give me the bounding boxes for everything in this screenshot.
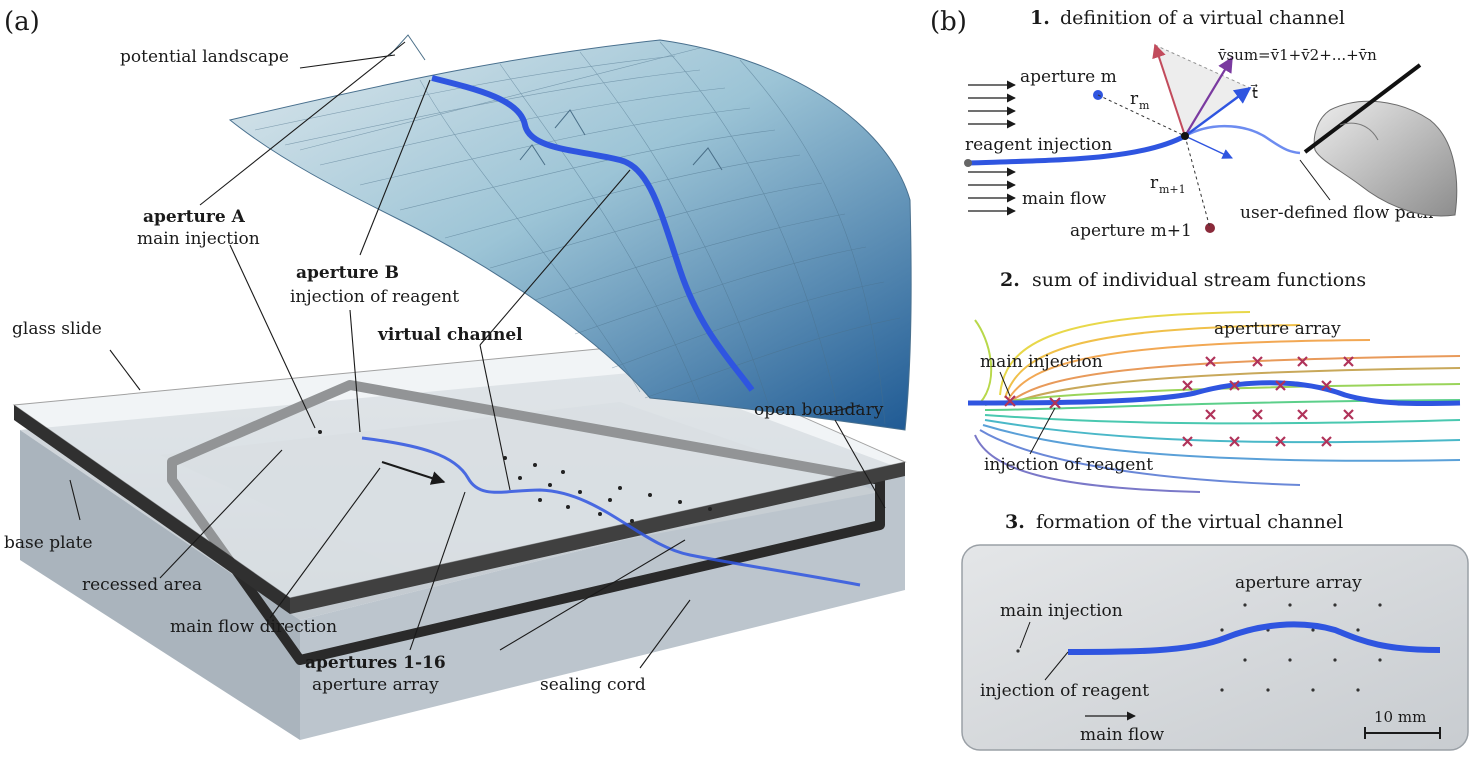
leader-injection-2 (1029, 407, 1056, 455)
step-1: 1. definition of a virtual channel (964, 7, 1458, 241)
label-main-flow-1: main flow (1022, 189, 1107, 209)
label-r-m: r (1130, 89, 1139, 109)
user-defined-path (1184, 124, 1301, 155)
scale-bar (1364, 727, 1441, 739)
r-m1-line (1184, 135, 1211, 229)
label-aperture-a: aperture A (143, 207, 246, 227)
label-aperture-array-a: aperture array (312, 675, 439, 695)
aperture-m1-dot (1205, 223, 1215, 233)
label-r-m1: r (1150, 173, 1159, 193)
label-main-flow-direction: main flow direction (170, 617, 337, 637)
label-open-boundary: open boundary (754, 400, 884, 420)
step-1-number: 1. (1030, 7, 1050, 29)
step-3: 3. formation of the virtual channel aper… (961, 511, 1469, 751)
label-r-m-sub: m (1139, 99, 1150, 112)
vector-vsum (1184, 56, 1233, 137)
label-aperture-m: aperture m (1020, 67, 1117, 87)
panel-a-tag: (a) (4, 7, 40, 37)
formed-channel (1067, 621, 1441, 655)
label-base-plate: base plate (4, 533, 93, 553)
virtual-channel-landscape (431, 75, 755, 392)
potential-landscape-surface (228, 34, 912, 431)
label-injection-of-reagent-3: injection of reagent (980, 681, 1149, 701)
reagent-path (967, 133, 1187, 166)
label-injection-of-reagent-2: injection of reagent (984, 455, 1153, 475)
label-user-defined-flow-path: user-defined flow path (1240, 203, 1434, 223)
label-potential-landscape: potential landscape (120, 47, 289, 67)
main-flow-arrows-1 (968, 80, 1016, 216)
panel-b-tag: (b) (930, 7, 967, 37)
label-virtual-channel: virtual channel (377, 325, 523, 345)
vector-t (1184, 87, 1252, 137)
label-main-injection-3: main injection (1000, 601, 1123, 621)
step-2-number: 2. (1000, 269, 1020, 291)
evaluation-point (1181, 132, 1189, 140)
vector-v2 (1184, 135, 1233, 159)
stream-channel (967, 380, 1461, 407)
glass-slide (12, 344, 907, 614)
hand-with-pen-icon (1303, 63, 1458, 217)
label-injection-of-reagent-a: injection of reagent (290, 287, 459, 307)
leader-main-injection-3 (1019, 621, 1031, 649)
label-main-injection-a: main injection (137, 229, 260, 249)
label-aperture-array-2: aperture array (1214, 319, 1341, 339)
streamlines (974, 311, 1461, 493)
label-sealing-cord: sealing cord (540, 675, 646, 695)
panel-a: (a) (4, 7, 912, 740)
leader-main-injection-2 (999, 371, 1011, 397)
leader-lines-a (69, 41, 886, 669)
tangent-label: t⃗ (1250, 83, 1258, 102)
leader-injection-3 (1044, 651, 1069, 681)
main-flow-arrow (381, 461, 446, 485)
label-main-flow-3: main flow (1080, 725, 1165, 745)
label-r-m1-sub: m+1 (1159, 183, 1186, 196)
step-3-number: 3. (1005, 511, 1025, 533)
label-recessed-area: recessed area (82, 575, 202, 595)
photo-frame (961, 544, 1469, 751)
panel-b: (b) 1. definition of a virtual channel (930, 7, 1469, 751)
step-2-title: sum of individual stream functions (1032, 269, 1366, 291)
step-2: 2. sum of individual stream functions (967, 269, 1461, 493)
label-apertures-1-16: apertures 1-16 (305, 653, 446, 673)
r-m-line (1097, 94, 1186, 137)
aperture-markers-2 (1004, 356, 1354, 447)
label-aperture-m1: aperture m+1 (1070, 221, 1192, 241)
scale-bar-label: 10 mm (1374, 708, 1426, 726)
virtual-channel-plate (361, 436, 861, 587)
label-aperture-b: aperture B (296, 263, 399, 283)
step-1-title: definition of a virtual channel (1060, 7, 1345, 29)
aperture-dots-3 (1016, 603, 1382, 692)
equation: v̄sum=v̄1+v̄2+...+v̄n (1217, 46, 1377, 64)
aperture-dots-a (318, 430, 712, 523)
step-3-title: formation of the virtual channel (1036, 511, 1343, 533)
label-glass-slide: glass slide (12, 319, 102, 339)
injection-point (964, 159, 972, 167)
label-reagent-injection: reagent injection (965, 135, 1112, 155)
label-aperture-array-3: aperture array (1235, 573, 1362, 593)
vector-v1 (1152, 43, 1186, 137)
label-main-injection-2: main injection (980, 352, 1103, 372)
leader-user-path (1299, 159, 1331, 201)
